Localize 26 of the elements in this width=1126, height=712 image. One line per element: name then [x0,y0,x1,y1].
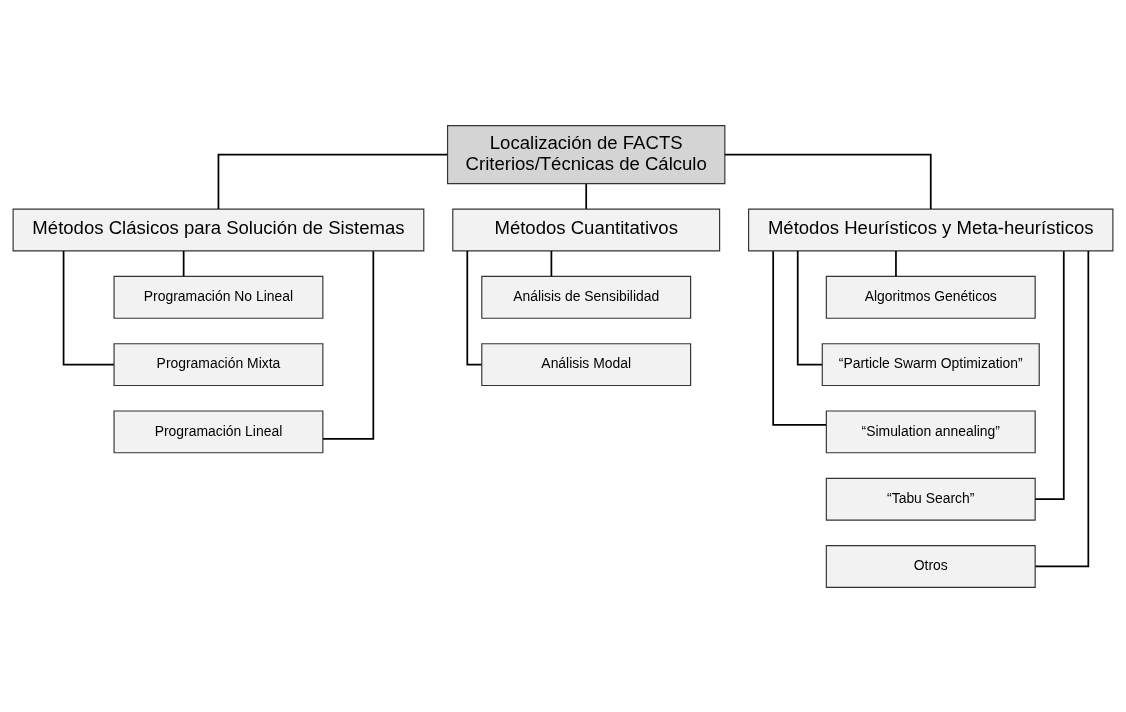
node-box: Programación Lineal [113,409,324,453]
node-box: Localización de FACTS Criterios/Técnicas de Cálculo [447,124,726,184]
connector [1034,249,1090,567]
connector [217,153,449,210]
connector [322,249,375,440]
node-box: “Simulation annealing” [825,409,1036,453]
node-box: Métodos Cuantitativos [452,208,721,251]
connector [62,249,115,365]
node-box: Programación No Lineal [113,275,324,319]
node-box: Análisis de Sensibilidad [481,275,692,319]
connector [796,249,823,365]
connector [772,249,827,426]
node-box: Otros [825,544,1036,588]
node-box: Métodos Heurísticos y Meta-heurísticos [748,208,1114,251]
connector [724,153,932,210]
connector [585,182,588,210]
connector [1034,249,1065,500]
node-box: Algoritmos Genéticos [825,275,1036,319]
node-box: “Particle Swarm Optimization” [821,342,1040,386]
connector [550,249,553,277]
node-box: Programación Mixta [113,342,324,386]
node-box: “Tabu Search” [825,477,1036,521]
node-box: Análisis Modal [481,342,692,386]
connector [182,249,185,277]
connector [895,249,897,277]
node-box: Métodos Clásicos para Solución de Sistemas [12,208,425,251]
